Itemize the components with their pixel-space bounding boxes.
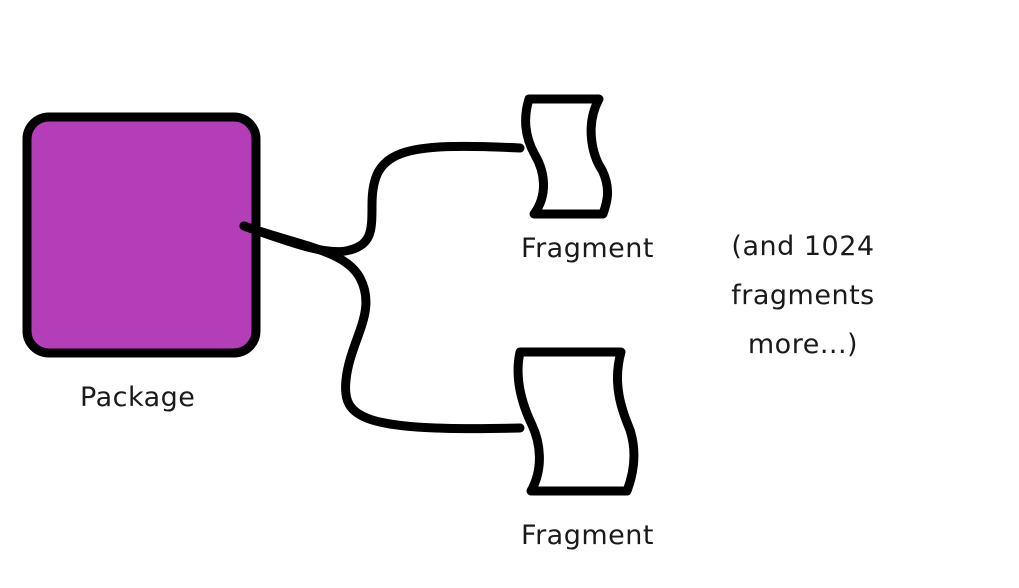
package-label: Package [80, 382, 195, 413]
fragment-shape-2 [513, 347, 639, 496]
fragment-shape-1 [521, 94, 613, 219]
note-line-2: fragments [731, 280, 874, 311]
fragment-label-2: Fragment [521, 520, 654, 551]
package-box [22, 112, 261, 358]
note-line-3: more...) [748, 329, 858, 360]
connector-to-fragment-2 [239, 221, 525, 434]
fragment-label-1: Fragment [521, 233, 654, 264]
note-line-1: (and 1024 [731, 231, 874, 262]
